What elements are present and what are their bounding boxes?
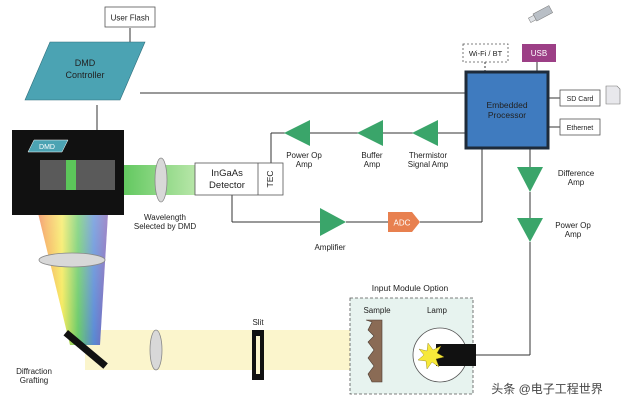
dmd-mirror-array [40,160,115,190]
power-op-amp2-label-1: Power Op [555,221,591,230]
diffraction-label-1: Diffraction [16,367,52,376]
embedded-processor [464,70,550,150]
processor-label-2: Processor [488,110,526,120]
diffraction-label-2: Grafting [20,376,48,385]
power-op-amp-down [517,218,543,242]
difference-amp [517,167,543,192]
diffraction-grating [63,329,108,369]
difference-amp-label-2: Amp [568,178,585,187]
sd-card-box [559,89,601,107]
thermistor-label-1: Thermistor [409,151,448,160]
adc-block [388,212,420,232]
sd-card-icon [605,85,621,105]
dmd-controller-label-1: DMD [75,58,96,68]
processor-label-1: Embedded [486,100,527,110]
collimating-lens [38,252,106,268]
wavelength-label-2: Selected by DMD [134,222,196,231]
thermistor-signal-amp [412,120,438,146]
input-module-title: Input Module Option [372,283,449,293]
difference-amp-label-1: Difference [558,169,595,178]
user-flash-box [104,6,156,28]
dmd-chip [27,139,69,153]
detector-box [194,162,284,196]
thermistor-label-2: Signal Amp [408,160,449,169]
user-flash-label: User Flash [111,14,150,23]
sd-card-label: SD Card [567,96,594,103]
focus-lens-dmd [154,157,168,203]
dmd-controller-label-2: Controller [65,70,104,80]
ethernet-label: Ethernet [567,125,594,132]
lamp-light-icon [417,342,445,370]
usb-label: USB [531,49,547,58]
dmd-controller [24,41,146,101]
power-op-amp-label-1: Power Op [286,151,322,160]
buffer-amp-label-2: Amp [364,160,381,169]
sample-label: Sample [363,306,391,315]
amplifier [320,208,346,236]
ethernet-box [559,118,601,136]
buffer-amp-label-1: Buffer [361,151,383,160]
watermark: 头条 @电子工程世界 [491,381,603,396]
dmd-chip-label: DMD [39,144,55,151]
power-op-amp2-label-2: Amp [565,230,582,239]
detector-label-2: Detector [209,180,245,191]
input-beam [85,330,350,370]
wifi-bt-label: Wi-Fi / BT [469,49,503,58]
sample-holder [365,319,383,383]
wifi-bt-box [462,43,509,63]
usb-stick-icon [528,5,553,23]
detector-label-1: InGaAs [211,168,243,179]
tec-label: TEC [265,171,275,188]
slit-label: Slit [252,318,264,327]
lamp-body [436,344,476,366]
input-lens [149,329,163,371]
power-op-amp-label-2: Amp [296,160,313,169]
wavelength-label-1: Wavelength [144,213,186,222]
power-op-amp-left [284,120,310,146]
dmd-mirror-active [66,160,76,190]
buffer-amp [357,120,383,146]
adc-label: ADC [394,219,411,228]
amplifier-label: Amplifier [314,243,345,252]
usb-box [522,44,556,62]
lamp-label: Lamp [427,306,448,315]
slit-opening [256,336,260,374]
